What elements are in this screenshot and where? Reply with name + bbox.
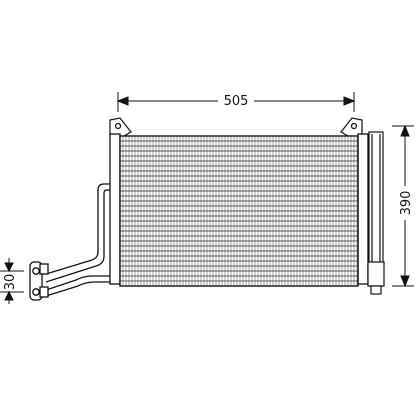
pipe-dimension-label: 30 (3, 274, 18, 291)
left-header-tank (109, 133, 121, 285)
core-fins (120, 136, 358, 286)
height-dimension-label: 390 (399, 191, 414, 216)
pipe-dimension (0, 258, 24, 304)
width-label-bg (218, 93, 254, 107)
width-dimension-label: 505 (224, 94, 249, 109)
receiver-dryer (367, 131, 385, 295)
right-header-tank (357, 133, 369, 285)
pipe-assembly (29, 183, 110, 301)
height-label-bg (398, 186, 412, 220)
mounting-bracket-right (340, 117, 363, 137)
mounting-bracket-left (109, 117, 132, 137)
